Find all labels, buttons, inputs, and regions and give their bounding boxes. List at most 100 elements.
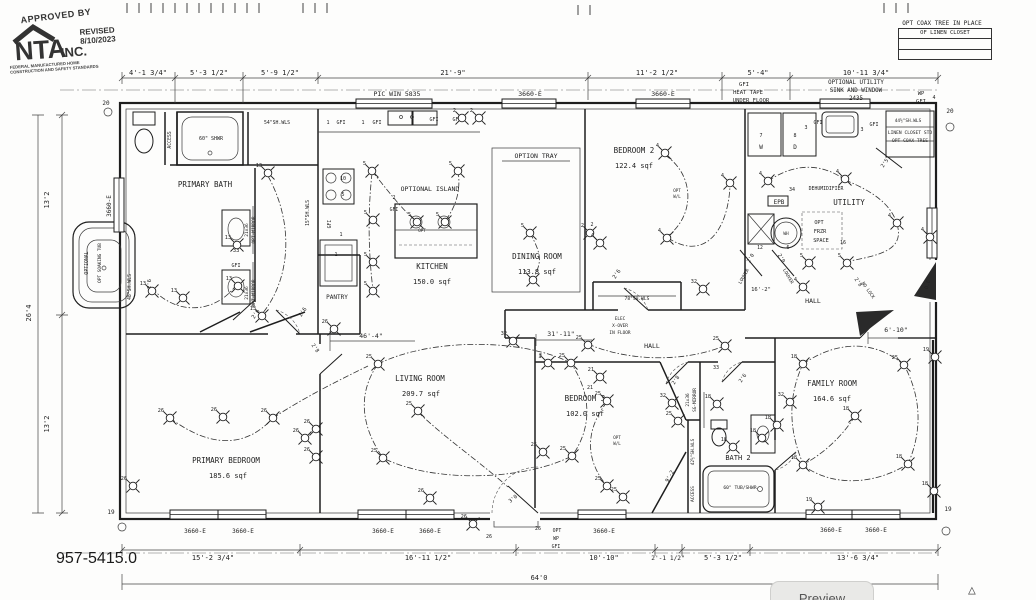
- plan-label: O.E: [924, 279, 932, 290]
- plan-label: WP: [553, 536, 559, 542]
- plan-label: 13'2: [43, 416, 51, 433]
- plan-label: GFI: [327, 220, 333, 229]
- note-box: OF LINEN CLOSET: [898, 28, 992, 60]
- circuit-number: 5: [524, 270, 527, 276]
- plan-label: 122.4 sqf: [615, 162, 653, 170]
- circuit-number: 13: [226, 276, 232, 282]
- plan-label: 34: [789, 187, 795, 193]
- circuit-symbol: 13: [226, 276, 245, 293]
- circuit-number: 5: [436, 212, 439, 218]
- circuit-symbol: 4: [658, 228, 674, 245]
- plan-label: OPT-MIRROR: [251, 279, 257, 306]
- circuit-number: 5: [363, 161, 366, 167]
- plan-label: 1: [339, 232, 342, 238]
- circuit-symbol: 5: [364, 281, 380, 298]
- circuit-symbol: 21: [588, 367, 607, 384]
- circuit-symbol: 5: [521, 223, 537, 240]
- circuit-symbol: 4: [836, 169, 852, 186]
- plan-label: 185.6 sqf: [209, 472, 247, 480]
- circuit-symbol: 5: [364, 252, 380, 269]
- circuit-symbol: 25: [611, 487, 630, 504]
- door-arcs: [275, 287, 797, 514]
- circuit-number: 19: [923, 347, 929, 353]
- circuit-symbol: 19: [806, 497, 825, 514]
- plan-label: OPT-MIRROR: [251, 216, 257, 243]
- plan-label: GFI: [429, 117, 438, 123]
- plan-label: SINK AND WINDOW: [830, 88, 883, 94]
- circuit-symbol: 26: [304, 447, 323, 464]
- plan-label: 8: [793, 133, 796, 139]
- plan-label: 60" TUB/SHWR: [723, 485, 756, 491]
- circuit-number: 25: [560, 446, 566, 452]
- plan-label: 21: [587, 385, 593, 391]
- plan-label: 102.0 sqf: [566, 410, 604, 418]
- plan-label: 2'8: [671, 375, 681, 386]
- circuit-symbol: 18: [791, 354, 810, 371]
- circuit-symbol: 26: [293, 428, 312, 445]
- plan-label: 12: [757, 245, 763, 251]
- plan-label: OPT: [553, 528, 562, 534]
- plan-label: 26: [486, 534, 492, 540]
- plan-label: 7: [759, 133, 762, 139]
- plan-label: 5'-3 1/2": [190, 69, 228, 77]
- plan-label: GFI: [813, 120, 822, 126]
- circuit-symbol: 32: [660, 393, 679, 410]
- circuit-symbol: 18: [843, 406, 862, 423]
- circuit-symbol: 25: [892, 355, 911, 372]
- circuit-symbol: 25: [595, 476, 614, 493]
- plan-label: 209.7 sqf: [402, 390, 440, 398]
- plan-label: 3660-E: [106, 195, 113, 217]
- nta-inc-text: INC.: [60, 43, 87, 60]
- plan-part-number: 957-5415.0: [56, 550, 137, 567]
- plan-label: WH: [783, 231, 789, 237]
- plan-label: 113.8 sqf: [518, 268, 556, 276]
- plan-label: 33: [713, 365, 719, 371]
- plan-label: 20: [102, 100, 110, 107]
- circuit-number: 5: [364, 252, 367, 258]
- circuit-number: 26: [304, 419, 310, 425]
- circuit-number: 3: [539, 353, 542, 359]
- plan-label: GFI: [452, 117, 461, 123]
- plan-label: 16'-11 1/2": [405, 554, 451, 562]
- plan-label: 6: [787, 245, 790, 251]
- circuit-number: 5: [838, 253, 841, 259]
- plan-label: 21x36: [244, 223, 250, 237]
- circuit-number: 25: [595, 476, 601, 482]
- preview-button[interactable]: Preview: [770, 581, 874, 600]
- plan-label: OPTIONAL: [84, 251, 90, 274]
- circuit-number: 25: [406, 401, 412, 407]
- plan-label: 26'4: [25, 305, 33, 322]
- plan-label: 3660-E: [232, 528, 254, 535]
- circuit-symbol: 13: [140, 281, 159, 298]
- plan-label: 2'6: [147, 279, 153, 289]
- circuit-symbol: 2: [470, 108, 486, 125]
- plan-label: 3660-E: [593, 528, 615, 535]
- plan-label: GFI: [552, 544, 561, 550]
- circuit-number: 18: [791, 354, 797, 360]
- circuit-number: 13: [250, 306, 256, 312]
- plan-label: GFI: [372, 120, 381, 126]
- circuit-symbol: 26: [121, 476, 140, 493]
- circuit-number: 25: [713, 336, 719, 342]
- plan-label: HALL: [644, 342, 660, 350]
- plan-label: GFI: [739, 82, 749, 88]
- plan-label: 3660-E: [419, 528, 441, 535]
- scroll-top-icon[interactable]: △: [968, 583, 976, 598]
- circuit-number: 4: [888, 213, 891, 219]
- circuit-number: 4: [656, 143, 659, 149]
- plan-label: 16'-2": [751, 287, 771, 293]
- circuit-symbol: 25: [666, 411, 685, 428]
- circuit-number: 18: [705, 394, 711, 400]
- plan-label: 20: [946, 108, 954, 115]
- plan-label: 3660-E: [518, 90, 542, 98]
- circuit-symbol: 18: [765, 415, 784, 432]
- plan-label: IN FLOOR: [609, 330, 631, 336]
- plan-label: SPACE: [813, 238, 829, 244]
- plan-label: 5'-3 1/2": [704, 554, 742, 562]
- circuit-symbol: 25: [560, 446, 579, 463]
- circuit-number: 26: [304, 447, 310, 453]
- dimension-lines: [32, 72, 942, 590]
- circuit-number: 26: [418, 488, 424, 494]
